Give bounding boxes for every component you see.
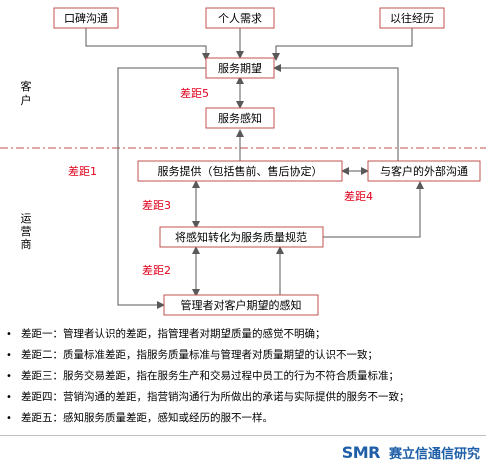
brand-footer: SMR 赛立信通信研究 <box>339 440 480 464</box>
gap3-label: 差距3 <box>142 198 171 212</box>
connectors <box>85 28 424 309</box>
box-perceived-service <box>205 107 275 129</box>
gap-definition-text: 差距三：服务交易差距，指在服务生产和交易过程中员工的行为不符合质量标准； <box>21 370 399 382</box>
box-service-delivery <box>137 160 343 182</box>
label-service-delivery: 服务提供（包括售前、售后协定） <box>158 164 323 178</box>
box-external-comm <box>367 160 481 182</box>
side-label-customer-1: 客 <box>21 79 32 93</box>
gap-definition-3: • 差距三：服务交易差距，指在服务生产和交易过程中员工的行为不符合质量标准； <box>4 366 484 387</box>
gap4-label: 差距4 <box>344 189 373 203</box>
footer-divider <box>0 435 486 436</box>
side-label-operator-2: 营 <box>21 224 32 238</box>
box-expected-service <box>205 57 275 79</box>
gap2-label: 差距2 <box>142 263 171 277</box>
gap-definition-text: 差距二：质量标准差距，指服务质量标准与管理者对质量期望的认识不一致； <box>21 349 378 361</box>
gap5-label: 差距5 <box>180 86 209 100</box>
label-external-comm: 与客户的外部沟通 <box>380 164 468 178</box>
arrow-word-of-mouth <box>85 28 210 61</box>
label-past-experience: 以往经历 <box>390 11 434 25</box>
bullet-icon: • <box>6 329 12 340</box>
gap-definition-1: • 差距一：管理者认识的差距，指管理者对期望质量的感觉不明确； <box>4 324 484 345</box>
box-mgmt-perception <box>163 294 319 316</box>
label-perceived-service: 服务感知 <box>218 111 262 125</box>
box-personal-needs <box>205 7 275 29</box>
arrow-external-to-expected <box>273 64 399 162</box>
gap-model-diagram: 客 户 运 营 商 <box>0 7 486 316</box>
box-quality-specs <box>159 226 324 248</box>
gap1-label: 差距1 <box>68 164 97 178</box>
brand-logo-icon: SMR <box>341 442 381 462</box>
label-mgmt-perception: 管理者对客户期望的感知 <box>181 298 302 312</box>
box-word-of-mouth <box>53 7 119 29</box>
side-label-customer-2: 户 <box>21 93 32 107</box>
bullet-icon: • <box>6 413 12 424</box>
arrow-gap1 <box>117 67 206 309</box>
label-word-of-mouth: 口碑沟通 <box>64 12 108 25</box>
label-expected-service: 服务期望 <box>218 62 262 75</box>
gap-definition-text: 差距一：管理者认识的差距，指管理者对期望质量的感觉不明确； <box>21 328 326 340</box>
side-label-operator-1: 运 <box>21 212 32 225</box>
gap-definition-2: • 差距二：质量标准差距，指服务质量标准与管理者对质量期望的认识不一致； <box>4 345 484 366</box>
label-personal-needs: 个人需求 <box>218 12 262 25</box>
gap-definition-text: 差距五：感知服务质量差距，感知或经历的服不一样。 <box>21 412 273 424</box>
gap-definitions-list: • 差距一：管理者认识的差距，指管理者对期望质量的感觉不明确； • 差距二：质量标准… <box>4 324 484 429</box>
bullet-icon: • <box>6 350 12 361</box>
box-past-experience <box>379 7 445 29</box>
arrow-past-experience <box>272 28 413 61</box>
arrow-specs-to-external <box>323 181 424 238</box>
gap-definition-4: • 差距四：营销沟通的差距，指营销沟通行为所做出的承诺与实际提供的服务不一致； <box>4 387 484 408</box>
gap-definition-text: 差距四：营销沟通的差距，指营销沟通行为所做出的承诺与实际提供的服务不一致； <box>21 391 410 403</box>
bullet-icon: • <box>6 392 12 403</box>
bullet-icon: • <box>6 371 12 382</box>
side-label-operator-3: 商 <box>21 237 32 251</box>
label-quality-specs: 将感知转化为服务质量规范 <box>175 230 307 244</box>
brand-name: 赛立信通信研究 <box>388 446 480 462</box>
gap-definition-5: • 差距五：感知服务质量差距，感知或经历的服不一样。 <box>4 408 484 429</box>
